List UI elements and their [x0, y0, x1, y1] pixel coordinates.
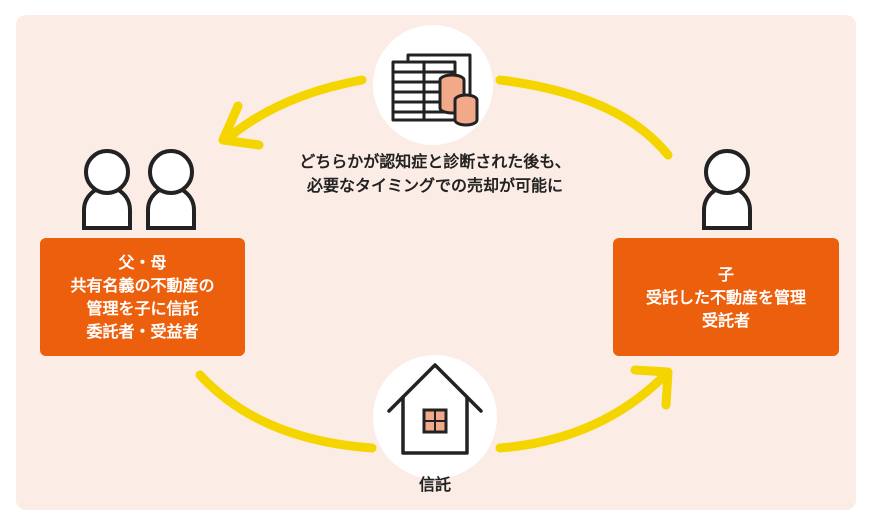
parents-box-line: 共有名義の不動産の	[70, 276, 215, 295]
child-box-line: 子	[717, 264, 734, 284]
child-box-line: 受託者	[701, 310, 750, 330]
house-icon	[373, 355, 497, 479]
parents-box: 父・母 共有名義の不動産の 管理を子に信託 委託者・受益者	[40, 238, 245, 356]
child-box-line: 受託した不動産を管理	[645, 287, 806, 307]
caption: どちらかが認知症と診断された後も、 必要なタイミングでの売却が可能に	[240, 150, 630, 198]
parent-person-icon	[146, 149, 196, 230]
caption-line: 必要なタイミングでの売却が可能に	[306, 176, 563, 195]
parents-box-line: 管理を子に信託	[86, 299, 199, 318]
bottom-arc-arrow	[195, 365, 673, 453]
child-box: 子 受託した不動産を管理 受託者	[613, 238, 839, 356]
top-arc-arrow	[218, 75, 673, 160]
trust-label: 信託	[418, 475, 451, 494]
caption-line: どちらかが認知症と診断された後も、	[299, 152, 571, 171]
parent-person-icon	[82, 149, 132, 230]
parents-box-line: 委託者・受益者	[86, 322, 199, 341]
parents-box-line: 父・母	[118, 253, 167, 272]
child-person-icon	[702, 149, 752, 230]
money-icon	[373, 25, 493, 145]
